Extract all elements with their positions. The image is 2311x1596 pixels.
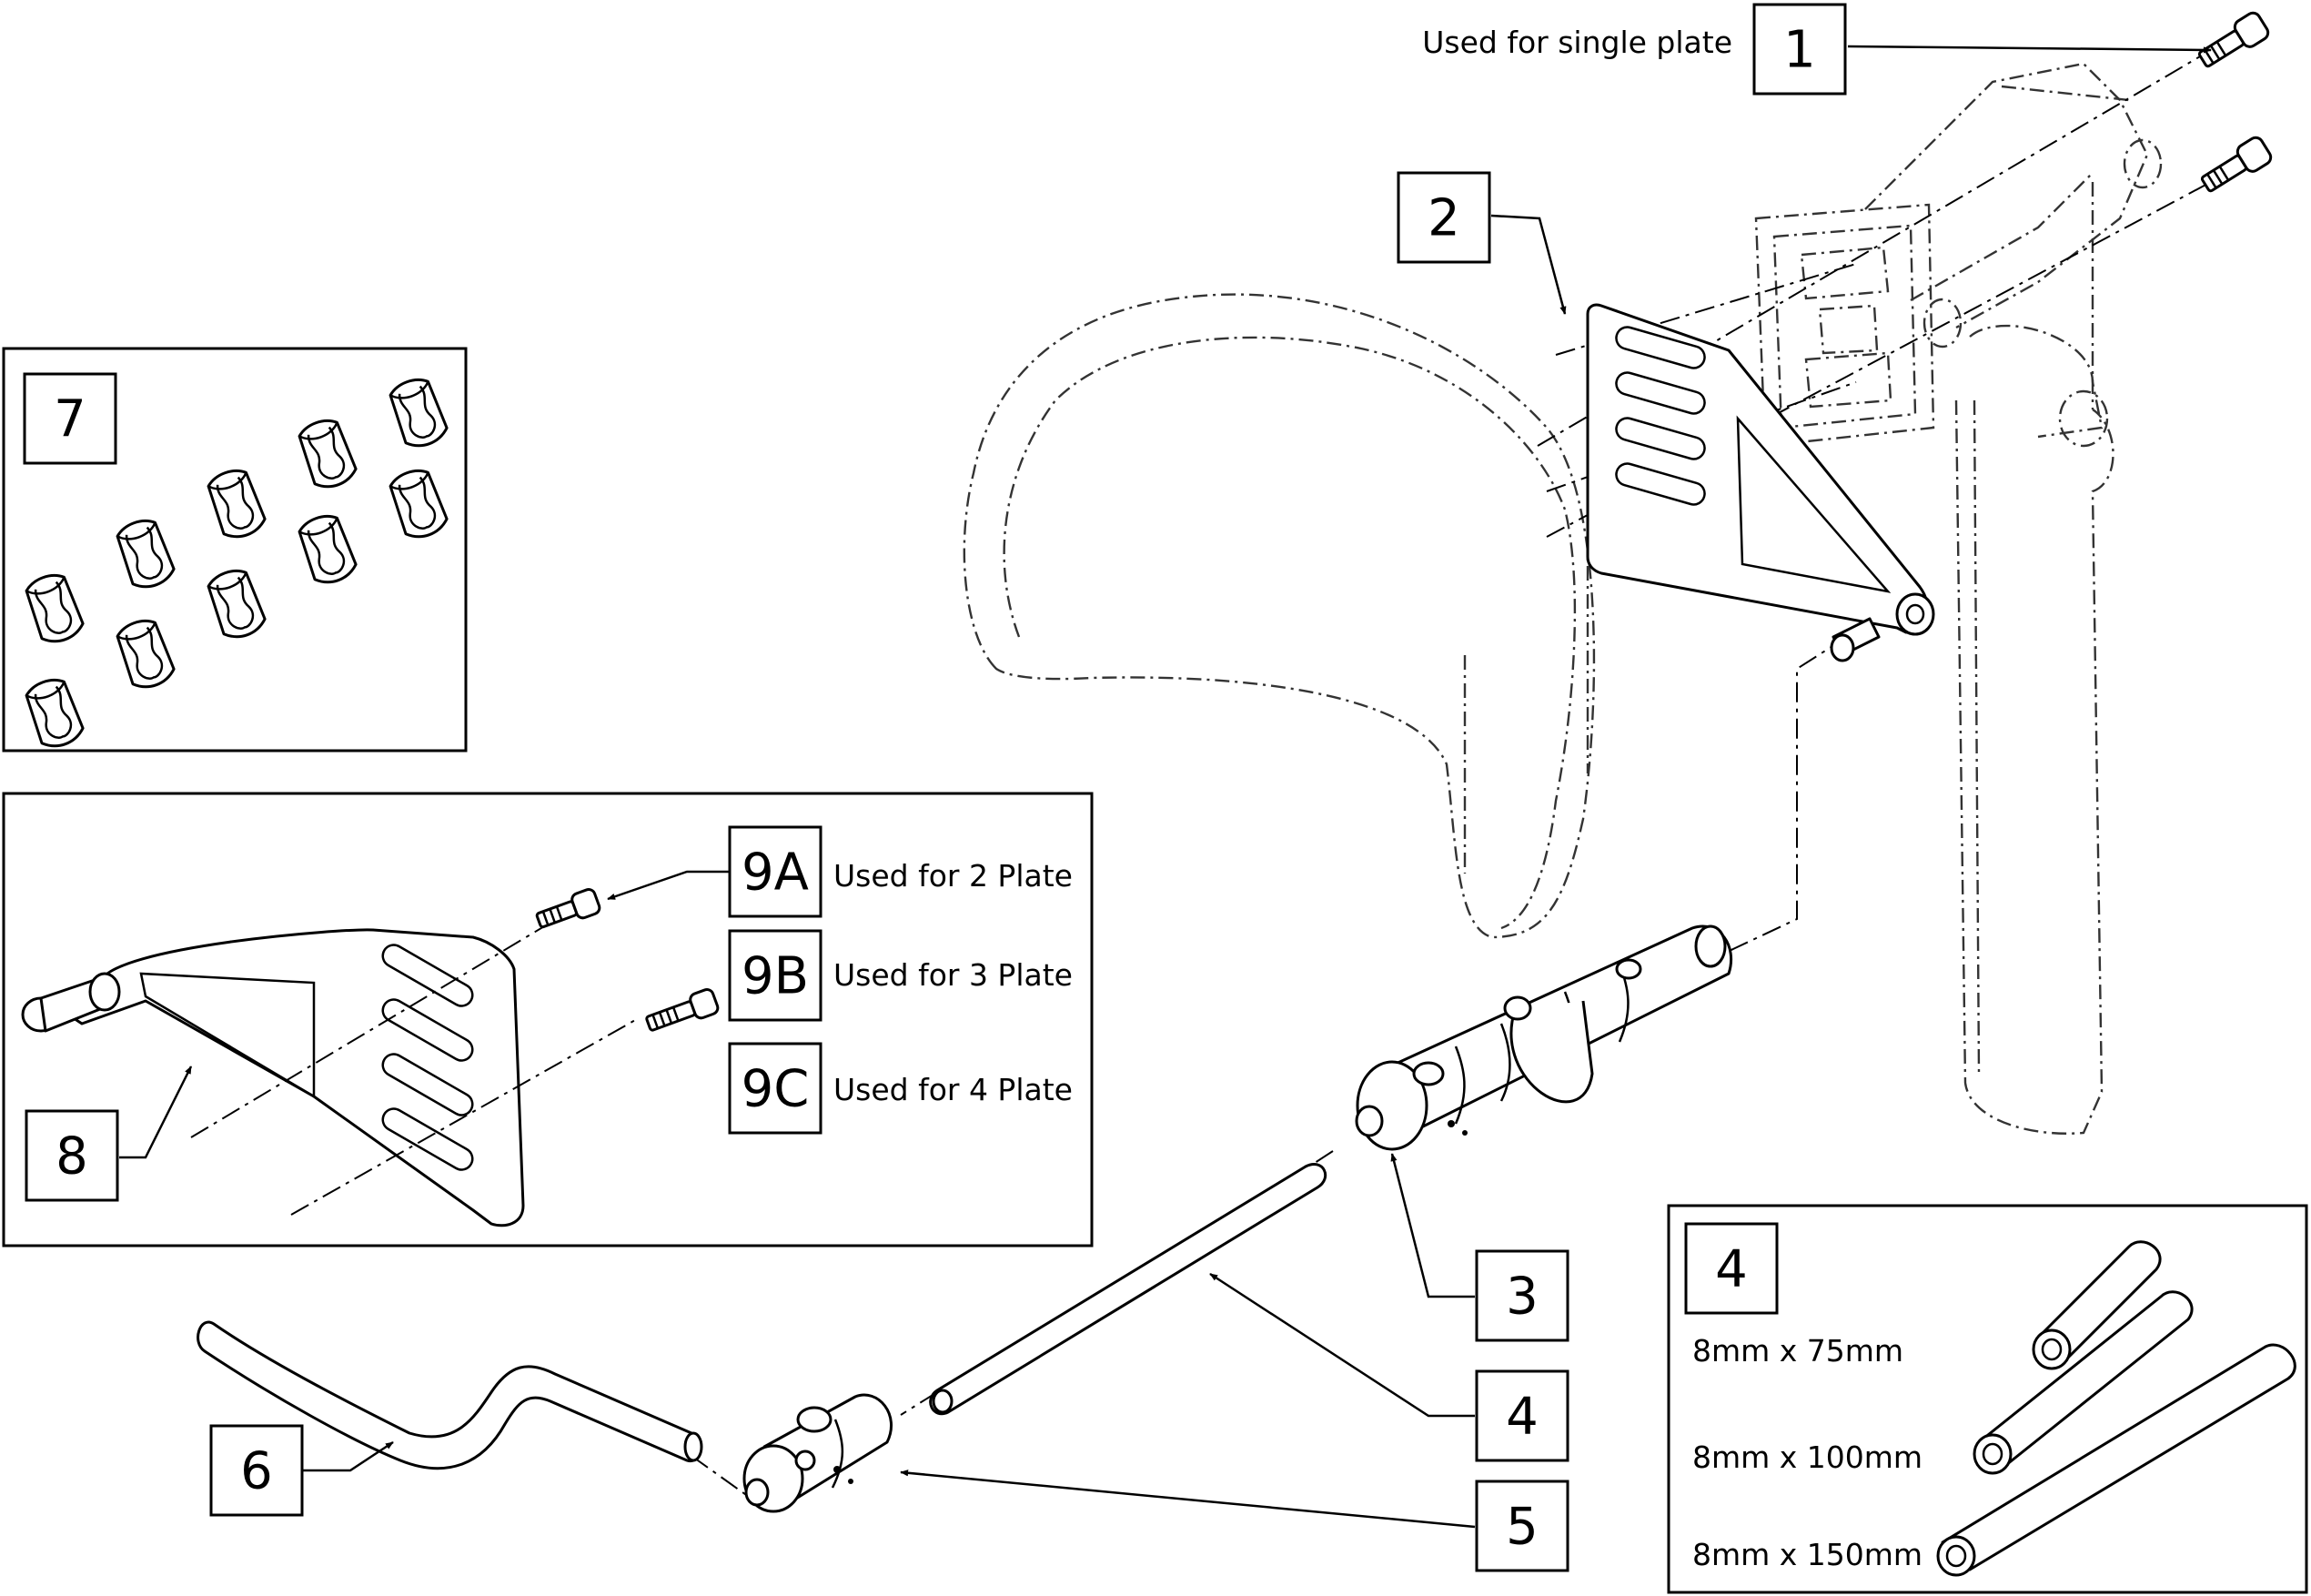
- svg-text:1: 1: [1783, 21, 1816, 80]
- plate-centerlines: [190, 914, 638, 1216]
- callout-1: 1: [1752, 3, 1847, 96]
- callout-9c: 9C: [728, 1042, 822, 1135]
- mounting-bracket-outline: [1754, 62, 2163, 1135]
- callout-9b: 9B: [728, 929, 822, 1022]
- svg-text:9B: 9B: [742, 947, 809, 1006]
- rod-sizes-panel: [1667, 1204, 2308, 1594]
- svg-text:7: 7: [54, 390, 86, 450]
- clip: [207, 470, 267, 539]
- plate-options-panel: [2, 792, 1094, 1248]
- rod-main: [929, 1163, 1327, 1416]
- clip: [207, 570, 267, 639]
- rod-75mm: [2032, 1240, 2162, 1370]
- locking-clamp: [1355, 924, 1733, 1151]
- angled-plate: [1586, 303, 1935, 662]
- assembly-centerlines: [691, 49, 2212, 1502]
- svg-text:8: 8: [56, 1127, 88, 1187]
- callout-6: 6: [209, 1424, 304, 1517]
- clips-panel: [2, 347, 468, 753]
- svg-text:2: 2: [1428, 189, 1460, 248]
- callout-4: 4: [1475, 1369, 1569, 1462]
- clip: [116, 520, 176, 589]
- callout-2: 2: [1397, 171, 1491, 264]
- end-clamp: [742, 1393, 893, 1513]
- clip: [25, 574, 85, 643]
- rod-150mm: [1936, 1343, 2296, 1577]
- curved-bar: [197, 1320, 703, 1470]
- clip: [25, 679, 85, 748]
- clip-set: [25, 379, 449, 748]
- rod-100mm: [1973, 1290, 2194, 1475]
- svg-text:9A: 9A: [742, 843, 809, 903]
- screw-9b: [645, 988, 720, 1032]
- svg-text:9C: 9C: [742, 1060, 810, 1119]
- svg-text:6: 6: [240, 1442, 273, 1501]
- leader-lines: [119, 45, 2212, 1529]
- clip: [298, 419, 358, 489]
- rod-size-100: 8mm x 100mm: [1692, 1439, 1922, 1475]
- clip: [298, 515, 358, 584]
- clip: [389, 470, 449, 539]
- svg-text:4: 4: [1715, 1240, 1748, 1299]
- callout-7: 7: [23, 372, 117, 465]
- svg-text:4: 4: [1506, 1388, 1539, 1447]
- note-three-plate: Used for 3 Plate: [833, 957, 1073, 993]
- rod-size-150: 8mm x 150mm: [1692, 1537, 1922, 1572]
- note-four-plate: Used for 4 Plate: [833, 1072, 1073, 1107]
- screw-top: [2197, 11, 2270, 68]
- note-two-plate: Used for 2 Plate: [833, 858, 1073, 894]
- svg-text:3: 3: [1506, 1268, 1539, 1327]
- headrest-pad-outline: [963, 293, 1596, 939]
- screw-9a: [535, 888, 601, 929]
- rod-size-75: 8mm x 75mm: [1692, 1333, 1903, 1369]
- svg-text:5: 5: [1506, 1498, 1539, 1557]
- note-single-plate: Used for single plate: [1422, 25, 1732, 60]
- callout-3: 3: [1475, 1249, 1569, 1342]
- callout-9a: 9A: [728, 825, 822, 918]
- four-slot-plate: [21, 928, 525, 1227]
- callout-8: 8: [25, 1109, 119, 1202]
- clip: [116, 620, 176, 689]
- clip: [389, 379, 449, 448]
- screw-middle: [2200, 136, 2273, 193]
- callout-4-detail: 4: [1684, 1222, 1779, 1315]
- callout-5: 5: [1475, 1480, 1569, 1572]
